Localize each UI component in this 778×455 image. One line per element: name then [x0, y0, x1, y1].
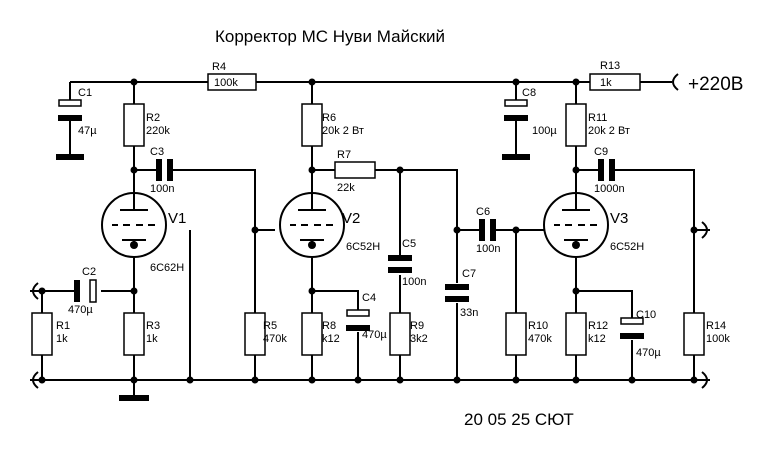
resistor-r13-ref: R13 — [600, 60, 620, 72]
capacitor-c9-ref: C9 — [594, 146, 608, 158]
capacitor-c9-value: 1000n — [594, 183, 625, 195]
capacitor-c7-ref: C7 — [462, 268, 476, 280]
resistor-r14-value: 100k — [706, 333, 730, 345]
supply-label: +220В — [688, 74, 743, 95]
resistor-r1-ref: R1 — [56, 320, 70, 332]
capacitor-c2-ref: C2 — [82, 266, 96, 278]
capacitor-c8-ref: C8 — [522, 87, 536, 99]
resistor-r8: R8 k12 — [301, 312, 340, 356]
resistor-r10-ref: R10 — [528, 320, 548, 332]
resistor-r6-ref: R6 — [322, 112, 336, 124]
capacitor-c3: C3 100n — [150, 146, 174, 195]
tube-v2-ref: V2 — [342, 210, 360, 227]
supply-connector-icon — [672, 73, 679, 91]
input-ground-connector-icon — [32, 371, 39, 389]
resistor-r9-ref: R9 — [410, 320, 424, 332]
capacitor-c4-value: 470µ — [362, 329, 387, 341]
resistor-r3: R3 1k — [123, 312, 160, 356]
capacitor-c10-value: 470µ — [636, 347, 661, 359]
resistor-r13: R13 1k — [589, 60, 641, 91]
output-connector-icon — [701, 221, 708, 239]
capacitor-c6-value: 100n — [476, 243, 500, 255]
resistor-r11-ref: R11 — [588, 112, 607, 124]
resistor-r14: R14 100k — [683, 312, 730, 356]
capacitor-c10: C10 470µ — [620, 309, 661, 359]
resistor-r8-ref: R8 — [322, 320, 336, 332]
resistor-r7-ref: R7 — [337, 149, 351, 161]
input-connector-icon — [32, 282, 39, 300]
resistor-r12-value: k12 — [588, 333, 606, 345]
capacitor-c2-value: 470µ — [68, 304, 93, 316]
capacitor-c1-ref: C1 — [78, 87, 92, 99]
capacitor-c1: C1 47µ — [58, 87, 97, 137]
resistor-r5-ref: R5 — [263, 320, 277, 332]
resistor-r6: R6 20k 2 Вт — [301, 103, 364, 147]
resistor-r4: R4 100k — [207, 61, 257, 91]
resistor-r7: R7 22k — [334, 149, 376, 194]
capacitor-c4: C4 470µ — [346, 292, 387, 341]
output-ground-connector-icon — [701, 371, 708, 389]
resistor-r2: R2 220k — [123, 103, 170, 147]
resistor-r8-value: k12 — [322, 333, 340, 345]
capacitor-c6-ref: C6 — [476, 206, 490, 218]
tube-v1: V1 6C62H — [101, 192, 186, 274]
resistor-r9-value: 3k2 — [410, 333, 428, 345]
resistor-r13-value: 1k — [600, 77, 612, 89]
wiring — [30, 81, 710, 398]
resistor-r2-value: 220k — [146, 125, 170, 137]
tube-v1-ref: V1 — [168, 210, 186, 227]
resistor-r5: R5 470k — [244, 312, 287, 356]
capacitor-c7: C7 33n — [445, 268, 478, 319]
resistor-r5-value: 470k — [263, 333, 287, 345]
resistor-r6-value: 20k 2 Вт — [322, 125, 364, 137]
resistor-r11: R11 20k 2 Вт — [565, 103, 630, 147]
capacitor-c4-ref: C4 — [362, 292, 376, 304]
capacitor-c10-ref: C10 — [636, 309, 656, 321]
capacitor-c3-value: 100n — [150, 183, 174, 195]
capacitor-c8-value: 100µ — [532, 125, 557, 137]
capacitor-c9: C9 1000n — [594, 146, 625, 195]
tube-v2-type: 6C52H — [346, 241, 380, 253]
capacitor-c3-ref: C3 — [150, 146, 164, 158]
tube-v2: V2 6C52H — [279, 192, 380, 258]
resistor-r3-ref: R3 — [146, 320, 160, 332]
resistor-r1: R1 1k — [31, 312, 70, 356]
resistor-r14-ref: R14 — [706, 320, 726, 332]
capacitor-c8: C8 100µ — [504, 87, 557, 137]
resistor-r10: R10 470k — [505, 312, 552, 356]
capacitor-c2: C2 470µ — [68, 266, 97, 316]
capacitor-c5-value: 100n — [402, 276, 426, 288]
resistor-r1-value: 1k — [56, 333, 68, 345]
resistor-r4-value: 100k — [214, 77, 238, 89]
junction-dots — [38, 78, 698, 384]
resistor-r11-value: 20k 2 Вт — [588, 125, 630, 137]
capacitor-c7-value: 33n — [460, 307, 478, 319]
resistor-r7-value: 22k — [337, 182, 355, 194]
capacitor-c5-ref: C5 — [402, 238, 416, 250]
resistor-r3-value: 1k — [146, 333, 158, 345]
resistor-r2-ref: R2 — [146, 112, 160, 124]
capacitor-c6: C6 100n — [476, 206, 500, 255]
tube-v3-type: 6C52H — [610, 241, 644, 253]
diagram-title: Корректор МС Нуви Майский — [215, 27, 445, 46]
resistor-r12: R12 k12 — [565, 312, 608, 356]
capacitor-c5: C5 100n — [388, 238, 426, 288]
resistor-r10-value: 470k — [528, 333, 552, 345]
author-signature: 20 05 25 СЮТ — [464, 410, 574, 429]
resistor-r12-ref: R12 — [588, 320, 608, 332]
tube-v1-type: 6C62H — [150, 262, 184, 274]
tube-v3-ref: V3 — [610, 210, 628, 227]
tube-v3: V3 6C52H — [543, 192, 644, 258]
capacitor-c1-value: 47µ — [78, 125, 97, 137]
resistor-r9: R9 3k2 — [389, 312, 428, 356]
resistor-r4-ref: R4 — [212, 61, 226, 73]
